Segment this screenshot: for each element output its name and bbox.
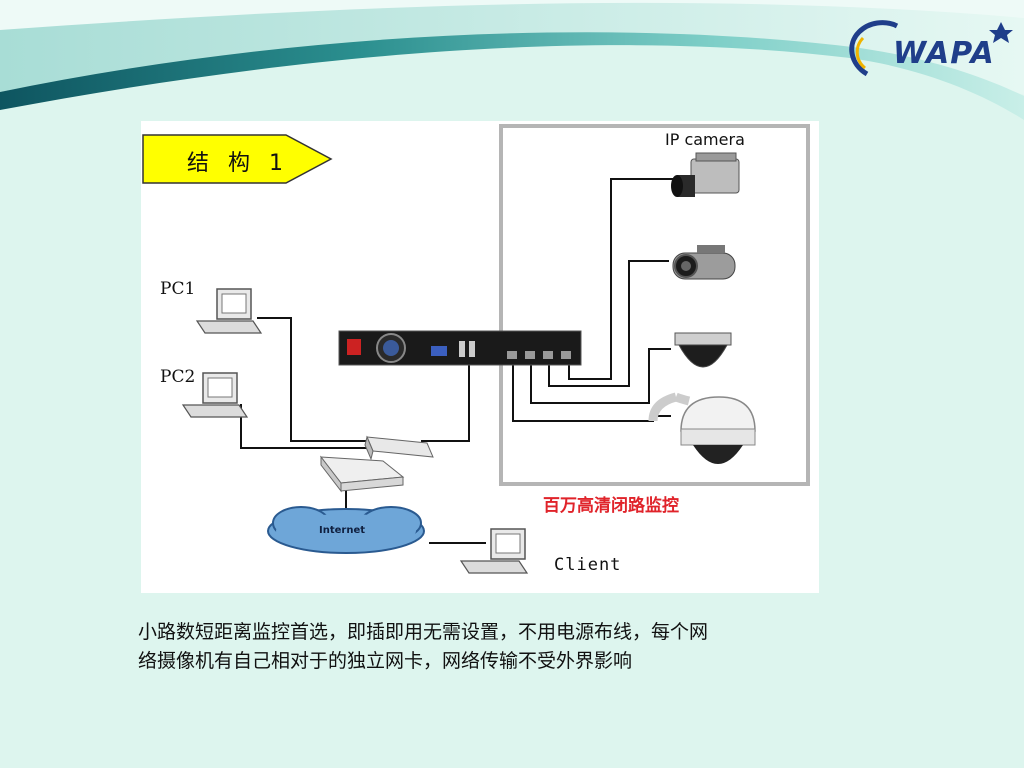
pc1-computer <box>195 288 263 334</box>
dvr-unit <box>338 330 582 366</box>
internet-label: Internet <box>319 525 366 536</box>
logo-text: WAPA <box>893 36 995 71</box>
client-computer <box>459 528 529 574</box>
mini-dome-camera <box>674 332 732 368</box>
structure-tag <box>142 134 333 184</box>
caption-line-2: 络摄像机有自己相对于的独立网卡，网络传输不受外界影响 <box>138 650 633 672</box>
speed-dome-camera <box>648 392 756 464</box>
connection-lines <box>240 178 673 544</box>
network-diagram: 结 构 1 PC1 PC2 Client IP camera 百万高清闭路监控 … <box>141 121 819 593</box>
pc2-computer <box>181 372 249 418</box>
diagram-drawing <box>142 124 810 574</box>
box-camera <box>671 152 740 197</box>
client-label: Client <box>554 555 622 575</box>
bullet-camera <box>672 245 736 280</box>
network-router <box>319 455 405 493</box>
pc1-label: PC1 <box>160 279 196 299</box>
camera-group-frame <box>499 124 810 486</box>
pc2-label: PC2 <box>160 367 196 387</box>
network-switch <box>364 435 434 461</box>
structure-label: 结 构 1 <box>187 151 289 176</box>
ip-camera-label: IP camera <box>665 130 745 149</box>
caption-line-1: 小路数短距离监控首选，即插即用无需设置，不用电源布线，每个网 <box>138 621 709 643</box>
cctv-label: 百万高清闭路监控 <box>543 496 679 516</box>
caption-text: 小路数短距离监控首选，即插即用无需设置，不用电源布线，每个网 络摄像机有自己相对… <box>138 618 918 676</box>
internet-cloud <box>267 506 425 554</box>
wapa-logo <box>849 20 1013 77</box>
